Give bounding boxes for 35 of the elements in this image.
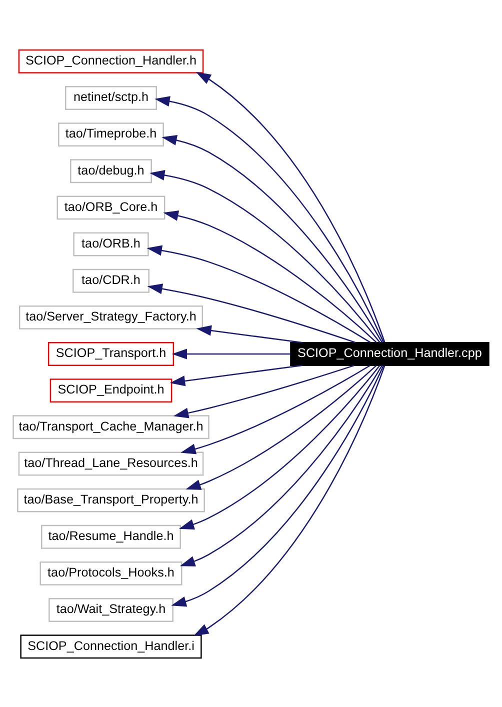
node-box: tao/Resume_Handle.h	[41, 524, 181, 548]
node-box: tao/Protocols_Hooks.h	[40, 560, 182, 585]
node-box: tao/Transport_Cache_Manager.h	[12, 414, 210, 439]
node-box: tao/CDR.h	[72, 268, 150, 292]
arrow	[170, 364, 303, 386]
arrow	[163, 210, 377, 342]
node-box: SCIOP_Connection_Handler.cpp	[290, 342, 490, 366]
arrow	[147, 283, 356, 343]
arrow	[146, 244, 371, 342]
arrow	[193, 365, 386, 636]
node-box: netinet/sctp.h	[64, 86, 158, 110]
node-box: tao/debug.h	[70, 158, 152, 183]
arrow	[154, 96, 384, 342]
node-box: SCIOP_Connection_Handler.h	[18, 48, 204, 73]
arrow	[172, 348, 291, 359]
node-box: tao/ORB_Core.h	[56, 195, 166, 220]
node-box: SCIOP_Connection_Handler.i	[20, 634, 202, 658]
arrow	[162, 134, 383, 342]
node-box: tao/Server_Strategy_Factory.h	[18, 304, 204, 329]
node-box: tao/Wait_Strategy.h	[48, 598, 174, 622]
node-box: SCIOP_Transport.h	[48, 342, 174, 366]
node-box: tao/Thread_Lane_Resources.h	[18, 451, 204, 476]
arrow	[178, 364, 380, 529]
arrow	[180, 364, 370, 454]
arrow	[196, 324, 303, 343]
arrow	[186, 364, 377, 490]
arrow	[171, 365, 384, 606]
node-box: tao/Timeprobe.h	[58, 122, 164, 146]
arrow	[150, 169, 380, 342]
arrow	[173, 364, 354, 418]
node-box: SCIOP_Endpoint.h	[50, 378, 172, 402]
arrow	[196, 71, 386, 342]
arrow	[180, 364, 383, 566]
node-box: tao/Base_Transport_Property.h	[17, 488, 205, 512]
node-box: tao/ORB.h	[73, 232, 149, 256]
